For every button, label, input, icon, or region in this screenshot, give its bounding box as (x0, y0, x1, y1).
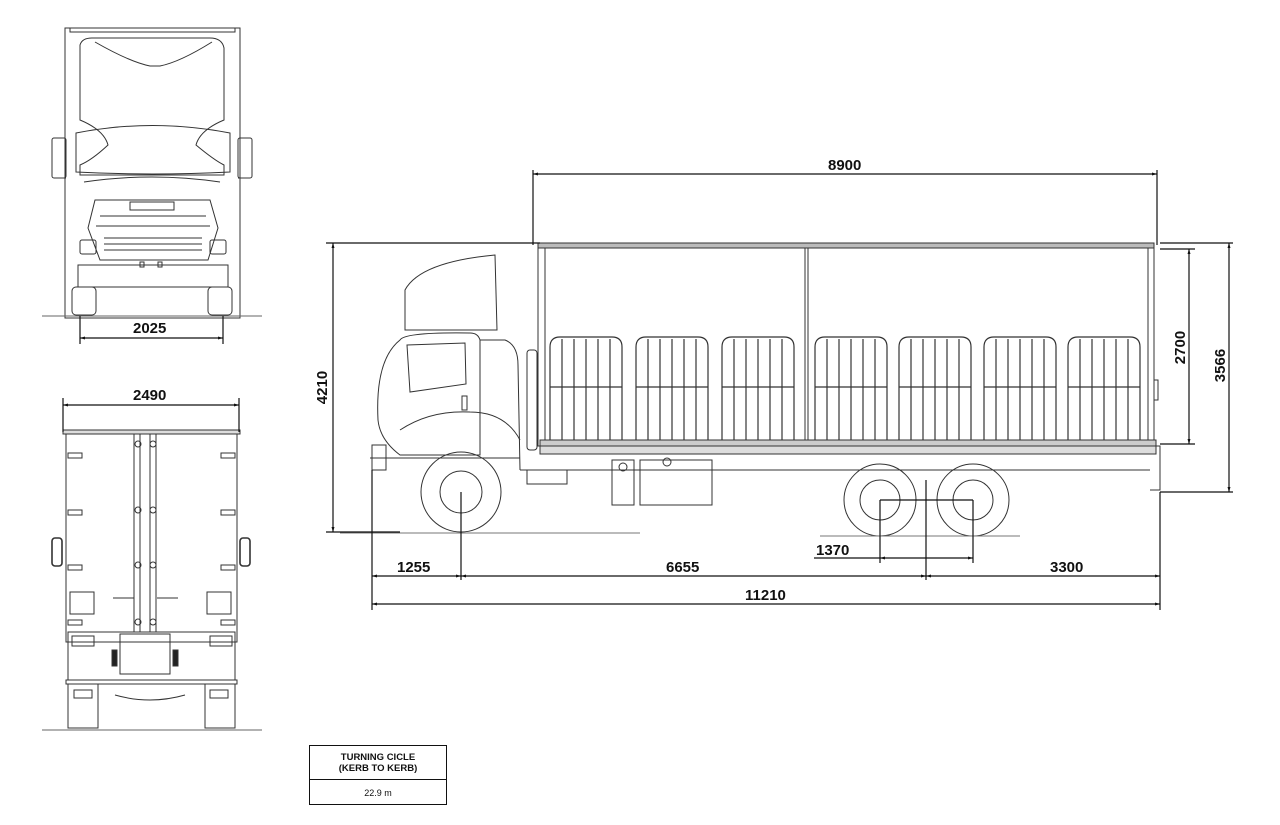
rear-view (42, 429, 262, 731)
side-gates (549, 336, 1141, 440)
side-dimensions (326, 170, 1233, 610)
body-length-label: 8900 (828, 157, 862, 174)
body-external-height-label: 3566 (1212, 348, 1230, 383)
gate (549, 336, 623, 440)
overall-length-label: 11210 (745, 587, 786, 604)
front-track-dimension (79, 316, 224, 344)
turning-circle-heading: TURNING CICLE (KERB TO KERB) (310, 746, 446, 780)
body-internal-height-label: 2700 (1172, 330, 1190, 365)
gate (635, 336, 709, 440)
rear-axle-spread-label: 1370 (816, 542, 850, 559)
wheelbase-label: 6655 (666, 559, 700, 576)
gate (721, 336, 795, 440)
rear-width-dimension (62, 398, 240, 432)
front-view (42, 27, 262, 319)
gate (983, 336, 1057, 440)
turning-circle-table: TURNING CICLE (KERB TO KERB) 22.9 m (309, 745, 447, 805)
front-track-width-label: 2025 (133, 320, 167, 337)
turning-circle-heading-line1: TURNING CICLE (340, 751, 416, 763)
front-overhang-label: 1255 (397, 559, 431, 576)
rear-overall-width-label: 2490 (133, 387, 167, 404)
gate (1067, 336, 1141, 440)
side-view (340, 242, 1161, 537)
gate (814, 336, 888, 440)
overall-height-label: 4210 (314, 370, 332, 405)
rear-overhang-label: 3300 (1050, 559, 1084, 576)
gate (898, 336, 972, 440)
turning-circle-heading-line2: (KERB TO KERB) (338, 762, 418, 774)
turning-circle-value: 22.9 m (364, 788, 392, 798)
